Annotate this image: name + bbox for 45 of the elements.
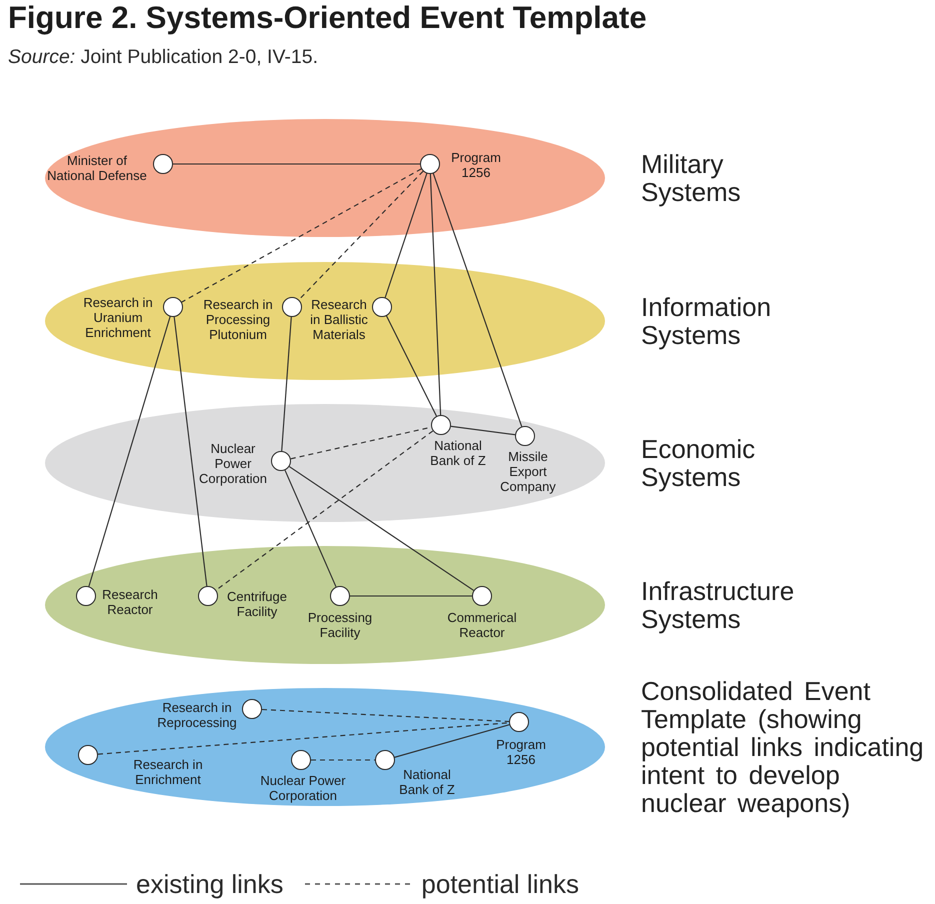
node-label: Nuclear Power Corporation <box>198 441 268 486</box>
legend-label: existing links <box>136 868 284 900</box>
node-label: Program 1256 <box>450 150 502 180</box>
link-line <box>386 316 437 416</box>
dashed-link-line <box>311 759 375 761</box>
legend-label: potential links <box>421 868 579 900</box>
link-line <box>88 316 171 587</box>
node-label: National Bank of Z <box>429 438 487 468</box>
node-label: Research in Reprocessing <box>156 700 238 730</box>
node-label: Research in Uranium Enrichment <box>82 295 154 340</box>
link-line <box>394 724 510 758</box>
layer-title: Consolidated Event Template (showing potential links indicating intent to develop nuclear weapons) <box>641 677 925 817</box>
node-label: National Bank of Z <box>398 767 456 797</box>
figure-title: Figure 2. Systems-Oriented Event Template <box>8 0 647 36</box>
dashed-link-line <box>298 170 424 300</box>
node-label: Program 1256 <box>495 737 547 767</box>
layer-title: Military Systems <box>641 150 742 206</box>
dashed-link-line <box>181 168 422 303</box>
link-line <box>281 316 292 452</box>
node-label: Research in Enrichment <box>132 757 204 787</box>
dashed-link-line <box>216 430 434 591</box>
layer-title: Economic Systems <box>641 435 756 491</box>
node-label: Minister of National Defense <box>46 153 148 183</box>
node-label: Nuclear Power Corporation <box>259 773 347 803</box>
node-label: Research Reactor <box>101 587 159 617</box>
source-note: Source: Joint Publication 2-0, IV-15. <box>8 45 318 69</box>
dashed-link-line <box>98 722 510 755</box>
link-line <box>384 173 428 298</box>
link-line <box>350 595 472 597</box>
dashed-link-line <box>262 708 510 722</box>
node-label: Commerical Reactor <box>446 610 518 640</box>
link-line <box>450 426 516 436</box>
link-line <box>289 466 474 591</box>
layer-title: Information Systems <box>641 293 772 349</box>
link-line <box>173 163 420 165</box>
link-line <box>174 316 208 586</box>
link-line <box>430 174 442 416</box>
layer-title: Infrastructure Systems <box>641 577 796 633</box>
node-label: Centrifuge Facility <box>226 589 288 619</box>
node-label: Missile Export Company <box>499 449 557 494</box>
node-label: Research in Processing Plutonium <box>202 297 274 342</box>
link-line <box>284 470 336 588</box>
node-label: Processing Facility <box>306 610 374 640</box>
link-line <box>432 173 522 427</box>
node-label: Research in Ballistic Materials <box>309 297 369 342</box>
